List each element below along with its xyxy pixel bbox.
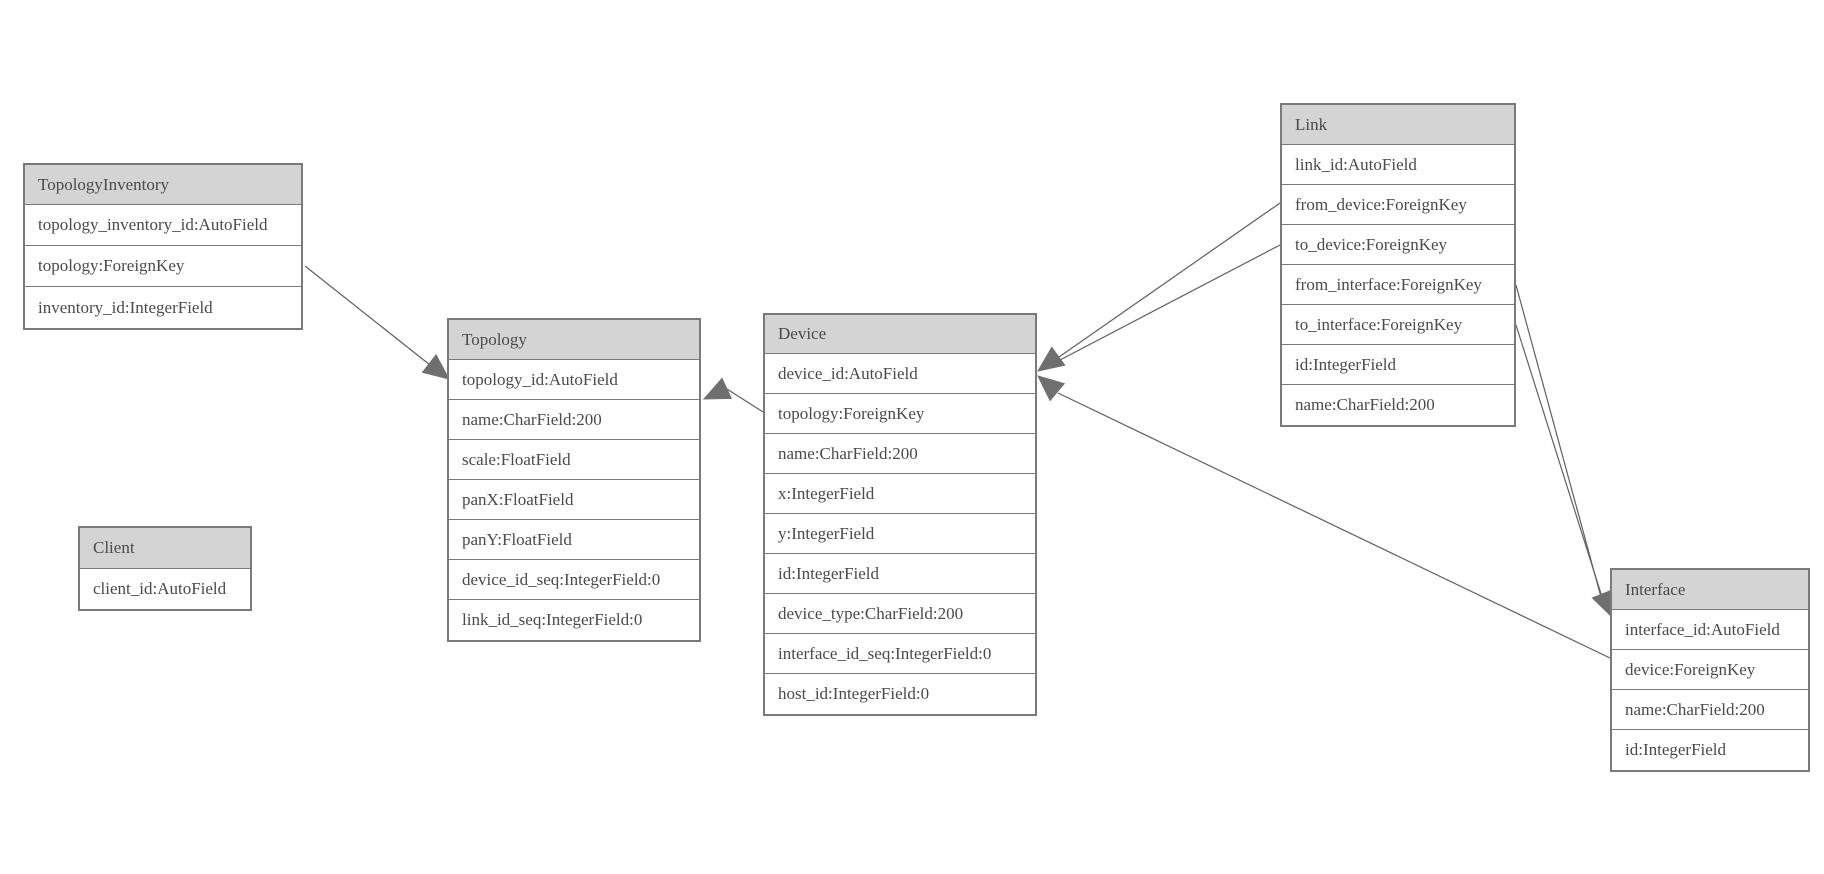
edge-interface-device <box>1057 392 1611 659</box>
entity-title: Client <box>80 528 250 569</box>
entity-field: topology:ForeignKey <box>25 246 301 287</box>
entity-field: to_interface:ForeignKey <box>1282 305 1514 345</box>
entity-title: Topology <box>449 320 699 360</box>
entity-field: to_device:ForeignKey <box>1282 225 1514 265</box>
entity-field: link_id:AutoField <box>1282 145 1514 185</box>
entity-field: topology_id:AutoField <box>449 360 699 400</box>
entity-field: panY:FloatField <box>449 520 699 560</box>
entity-field: interface_id_seq:IntegerField:0 <box>765 634 1035 674</box>
entity-field: scale:FloatField <box>449 440 699 480</box>
entity-field: from_device:ForeignKey <box>1282 185 1514 225</box>
entity-field: name:CharField:200 <box>1612 690 1808 730</box>
entity-field: name:CharField:200 <box>765 434 1035 474</box>
entity-field: topology_inventory_id:AutoField <box>25 205 301 246</box>
entity-title: Device <box>765 315 1035 354</box>
edge-link-to-device <box>1059 244 1281 361</box>
entity-field: inventory_id:IntegerField <box>25 287 301 328</box>
entity-field: y:IntegerField <box>765 514 1035 554</box>
entity-field: name:CharField:200 <box>449 400 699 440</box>
entity-field: client_id:AutoField <box>80 569 250 609</box>
entity-title: TopologyInventory <box>25 165 301 205</box>
entity-field: name:CharField:200 <box>1282 385 1514 425</box>
edge-topologyinventory-topology <box>304 265 431 366</box>
entity-field: panX:FloatField <box>449 480 699 520</box>
arrowhead-interface-device <box>1037 375 1066 402</box>
edge-link-from-interface <box>1515 284 1602 598</box>
edge-link-to-interface <box>1515 324 1604 601</box>
entity-field: x:IntegerField <box>765 474 1035 514</box>
entity-field: link_id_seq:IntegerField:0 <box>449 600 699 640</box>
entity-field: id:IntegerField <box>765 554 1035 594</box>
arrowhead-device-topology <box>702 377 733 400</box>
entity-field: device_type:CharField:200 <box>765 594 1035 634</box>
arrowhead-link-to-device <box>1036 346 1066 372</box>
entity-field: id:IntegerField <box>1612 730 1808 770</box>
edge-device-topology <box>726 388 764 413</box>
entity-field: device:ForeignKey <box>1612 650 1808 690</box>
arrowhead-topologyinventory-topology <box>421 354 450 380</box>
entity-field: interface_id:AutoField <box>1612 610 1808 650</box>
entity-field: topology:ForeignKey <box>765 394 1035 434</box>
entity-field: device_id_seq:IntegerField:0 <box>449 560 699 600</box>
edge-link-from-device <box>1058 202 1281 358</box>
entity-field: host_id:IntegerField:0 <box>765 674 1035 714</box>
entity-field: id:IntegerField <box>1282 345 1514 385</box>
entity-field: from_interface:ForeignKey <box>1282 265 1514 305</box>
entity-title: Link <box>1282 105 1514 145</box>
entity-field: device_id:AutoField <box>765 354 1035 394</box>
entity-title: Interface <box>1612 570 1808 610</box>
